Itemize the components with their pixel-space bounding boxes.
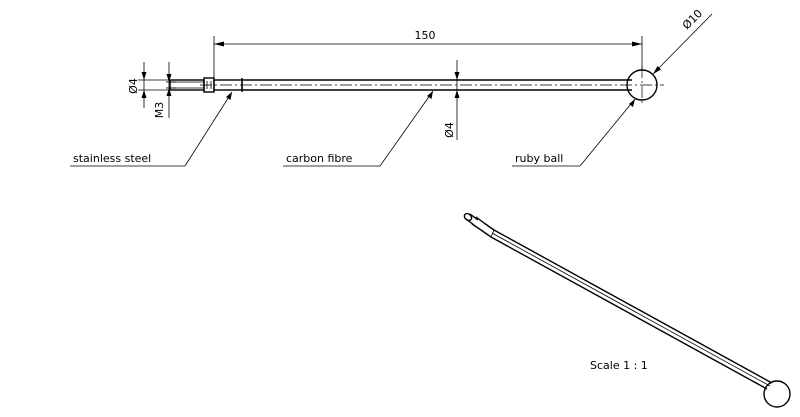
iso-ruby-ball	[763, 380, 791, 408]
thread-size-label: M3	[153, 102, 166, 119]
dimension-shaft-diameter: Ø4	[443, 60, 460, 140]
callout-shaft-material: carbon fibre	[283, 90, 434, 167]
ball-diameter-label: Ø10	[680, 7, 705, 32]
thread-diameter-label: Ø4	[127, 78, 140, 94]
shaft-material-label: carbon fibre	[286, 152, 353, 165]
callout-tip: ruby ball	[512, 98, 636, 167]
overall-length-label: 150	[415, 29, 436, 42]
isometric-view	[463, 212, 791, 408]
callout-stem-material: stainless steel	[70, 91, 233, 167]
thread-stub	[169, 79, 205, 91]
dimension-overall-length: 150	[213, 29, 643, 78]
iso-shaft-bottom	[490, 236, 768, 390]
scale-label: Scale 1 : 1	[590, 359, 648, 372]
dimension-thread-diameter: Ø4	[127, 62, 170, 108]
dimension-ball-diameter: Ø10	[652, 7, 713, 75]
stem-material-label: stainless steel	[73, 152, 151, 165]
tip-label: ruby ball	[515, 152, 563, 165]
iso-shaft-top	[493, 229, 773, 384]
front-view	[169, 66, 664, 104]
dimension-thread-size: M3	[153, 62, 176, 118]
shaft-diameter-label: Ø4	[443, 122, 456, 138]
